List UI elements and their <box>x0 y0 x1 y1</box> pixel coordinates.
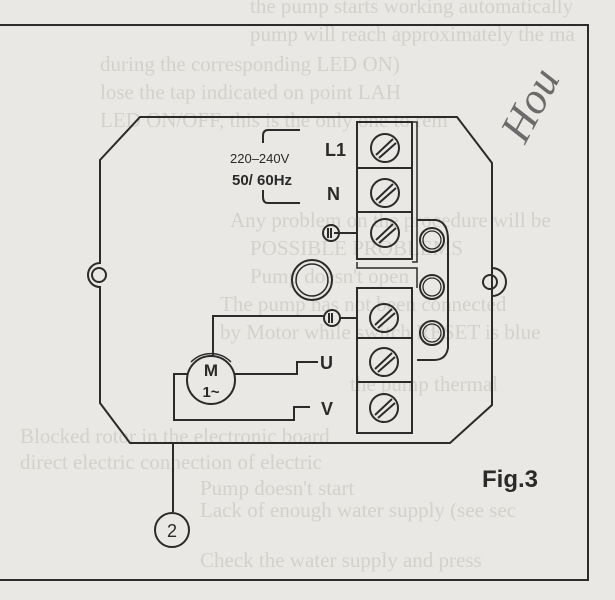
screw-v <box>369 393 399 423</box>
terminal-label-u: U <box>320 353 333 373</box>
side-knob-inner-ring <box>422 277 442 297</box>
terminal-block-upper <box>356 121 413 260</box>
right-mount-ear <box>491 267 507 297</box>
earth-symbol-lead <box>328 313 357 323</box>
screw-slot <box>375 138 397 159</box>
callout-circle <box>154 512 190 548</box>
wire-v <box>173 373 310 421</box>
bleed-line: lose the tap indicated on point LAH <box>100 80 401 104</box>
side-knob <box>419 274 445 300</box>
screw-slot <box>375 183 397 204</box>
earth-symbol-lead <box>327 228 357 238</box>
supply-bracket <box>262 129 300 204</box>
screw-u <box>369 347 399 377</box>
bleed-line: LED ON/OFF, this is the only one to rem <box>100 108 448 132</box>
screw-earth <box>370 218 400 248</box>
motor-symbol <box>186 355 236 405</box>
bleed-line: direct electric connection of electric <box>20 450 322 474</box>
handwritten-note: Hou <box>490 60 569 151</box>
screw-n <box>370 178 400 208</box>
terminal-label-l1: L1 <box>325 140 346 160</box>
figure-frame <box>0 24 589 581</box>
side-knob-inner-ring <box>422 230 442 250</box>
figure-caption: Fig.3 <box>482 466 538 493</box>
terminal-screws <box>369 133 400 423</box>
wire-u <box>235 361 318 375</box>
screw-slot <box>374 398 396 419</box>
bleed-line: Pump doesn't start <box>200 476 355 500</box>
mounting-plate <box>87 116 493 444</box>
center-knob <box>291 259 333 301</box>
terminal-block-casing <box>356 121 418 288</box>
screw-l1 <box>370 133 400 163</box>
right-mount-hole <box>482 274 498 290</box>
supply-voltage-label: 220–240V <box>230 151 290 166</box>
screw-slot <box>375 223 397 244</box>
terminal-label-v: V <box>321 399 333 419</box>
side-knob <box>419 320 445 346</box>
bleed-line: the pump thermal <box>350 372 499 396</box>
motor-arc <box>190 352 232 363</box>
terminal-block-lower <box>356 287 413 434</box>
bleed-line: Check the water supply and press <box>200 548 482 572</box>
side-knob-inner-ring <box>422 323 442 343</box>
motor-phase-label: 1~ <box>202 384 219 401</box>
bleed-line: the pump starts working automatically <box>250 0 574 18</box>
bleed-line: Lack of enough water supply (see sec <box>200 498 517 522</box>
side-housing <box>417 219 449 361</box>
terminal-label-n: N <box>327 184 340 204</box>
supply-frequency-label: 50/ 60Hz <box>232 172 292 189</box>
bleed-line: The pump has not been connected <box>220 292 507 316</box>
center-knob-inner-ring <box>295 263 329 297</box>
screw-slot <box>374 352 396 373</box>
motor-label: M <box>204 361 218 380</box>
screw-slot <box>374 308 396 329</box>
bleed-line: during the corresponding LED ON) <box>100 52 400 76</box>
left-mount-hole <box>91 267 107 283</box>
screw-earth-motor <box>369 303 399 333</box>
side-knob <box>419 227 445 253</box>
wire-earth <box>212 315 324 356</box>
callout-number: 2 <box>167 521 177 541</box>
